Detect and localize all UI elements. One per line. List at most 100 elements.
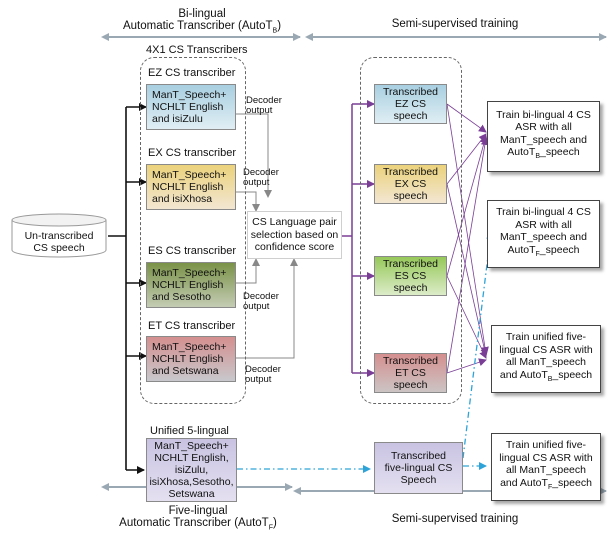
input-label-line1: Un-transcribed xyxy=(24,230,94,242)
fivelingual-heading-line1: Five-lingual xyxy=(168,505,228,517)
semi-supervised-bottom-heading: Semi-supervised training xyxy=(391,513,519,525)
output4-tail: _speech xyxy=(552,476,592,489)
transcribed-et-line2: ET CS speech xyxy=(393,367,428,391)
train-unified-autotf-box: Train unified five- lingual CS ASR with … xyxy=(491,433,601,501)
ez-line1: ManT_Speech+ xyxy=(152,89,227,101)
transcribers-group-heading: 4X1 CS Transcribers xyxy=(146,44,248,56)
fivelingual-heading-close: ) xyxy=(273,517,277,529)
train-bilingual-autotb-box: Train bi-lingual 4 CS ASR with all ManT_… xyxy=(487,101,600,172)
transcribed-unified-line3: Speech xyxy=(400,474,437,486)
transcribed-es-line1: Transcribed xyxy=(382,258,439,270)
transcribed-et-line1: Transcribed xyxy=(382,355,439,367)
output2-line4: AutoT xyxy=(507,243,536,256)
es-transcriber-title: ES CS transcriber xyxy=(148,245,237,257)
fivelingual-heading-line2: Automatic Transcriber (AutoT xyxy=(119,517,269,529)
output4-sub: F xyxy=(547,484,553,492)
output1-line3: ManT_speech and xyxy=(500,133,587,146)
output2-line2: ASR with all xyxy=(515,218,572,231)
output1-line1: Train bi-lingual 4 CS xyxy=(496,108,591,121)
output3-line3: all ManT_speech xyxy=(506,356,586,369)
ez-line2: NCHLT English xyxy=(152,101,224,113)
es-line1: ManT_Speech+ xyxy=(152,267,227,279)
ez-line3: and isiZulu xyxy=(152,113,203,125)
selection-line3: confidence score xyxy=(254,241,335,254)
et-line1: ManT_Speech+ xyxy=(152,341,227,353)
ex-transcriber-title: EX CS transcriber xyxy=(148,147,237,159)
ez-transcriber-title: EZ CS transcriber xyxy=(148,67,236,79)
bilingual-heading-sub: B xyxy=(272,27,278,35)
output4-line2: lingual CS ASR with xyxy=(499,451,593,464)
transcribed-es-line2: ES CS speech xyxy=(393,270,428,294)
selection-line2: selection based on xyxy=(250,228,339,241)
output3-sub: B xyxy=(547,376,553,384)
unified-line5: Setswana xyxy=(168,488,215,500)
output4-line3: all ManT_speech xyxy=(506,464,586,477)
transcribed-unified-line1: Transcribed xyxy=(390,450,447,462)
es-line3: and Sesotho xyxy=(152,291,211,303)
bilingual-heading-line1: Bi-lingual xyxy=(178,8,226,20)
output1-sub: B xyxy=(535,153,540,161)
train-unified-autotb-box: Train unified five- lingual CS ASR with … xyxy=(491,325,601,393)
unified-line1: ManT_Speech+ xyxy=(154,440,229,452)
output2-line3: ManT_speech and xyxy=(500,231,587,244)
output1-line4: AutoT xyxy=(507,146,536,159)
unified-line2: NCHLT English, xyxy=(154,452,229,464)
output4-line4: and AutoT xyxy=(500,476,548,489)
transcribed-ez-line1: Transcribed xyxy=(382,86,439,98)
transcribed-group xyxy=(360,57,462,404)
transcribed-unified-line2: five-lingual CS xyxy=(384,462,453,474)
output3-line2: lingual CS ASR with xyxy=(499,343,593,356)
output4-line1: Train unified five- xyxy=(505,439,587,452)
transcribed-unified-box: Transcribed five-lingual CS Speech xyxy=(374,442,463,494)
output2-line1: Train bi-lingual 4 CS xyxy=(496,206,591,219)
untranscribed-speech-database: Un-transcribed CS speech xyxy=(10,212,108,260)
unified-path-lines xyxy=(237,231,495,473)
fivelingual-heading-sub: F xyxy=(268,524,273,532)
database-icon xyxy=(11,213,107,258)
transcribed-ex-line2: EX CS speech xyxy=(393,178,428,202)
et-line3: and Setswana xyxy=(152,365,219,377)
et-transcriber-title: ET CS transcriber xyxy=(148,320,236,332)
transcribed-ez-line2: EZ CS speech xyxy=(393,98,428,122)
bilingual-heading-close: ) xyxy=(277,20,282,32)
ex-line2: NCHLT English xyxy=(152,181,224,193)
unified-line4: isiXhosa,Sesotho, xyxy=(149,476,234,488)
input-label-line2: CS speech xyxy=(33,242,85,254)
input-trunk xyxy=(108,103,147,474)
output3-tail: _speech xyxy=(552,368,593,381)
transcribed-ex-line1: Transcribed xyxy=(382,166,439,178)
unified-group-heading: Unified 5-lingual xyxy=(150,425,229,437)
ex-line1: ManT_Speech+ xyxy=(152,169,227,181)
output2-tail: _speech xyxy=(539,243,580,256)
unified-transcriber-box: ManT_Speech+ NCHLT English, isiZulu, isi… xyxy=(146,438,237,502)
transcribers-group xyxy=(140,57,246,404)
fivelingual-transcriber-heading: Five-lingual Automatic Transcriber (Auto… xyxy=(100,505,296,534)
bilingual-heading-line2: Automatic Transcriber (AutoT xyxy=(122,20,273,32)
unified-line3: isiZulu, xyxy=(174,464,209,476)
output3-line4: and AutoT xyxy=(499,368,548,381)
output1-line2: ASR with all xyxy=(515,121,572,134)
output1-tail: _speech xyxy=(539,146,580,159)
es-line2: NCHLT English xyxy=(152,279,224,291)
semi-supervised-top-heading: Semi-supervised training xyxy=(391,18,519,30)
ex-line3: and isiXhosa xyxy=(152,193,213,205)
selection-line1: CS Language pair xyxy=(252,216,337,229)
decoder-output-lines xyxy=(236,113,298,359)
bilingual-transcriber-heading: Bi-lingual Automatic Transcriber (AutoTB… xyxy=(108,8,296,37)
et-line2: NCHLT English xyxy=(152,353,224,365)
selection-to-transcribed-lines xyxy=(342,100,375,377)
